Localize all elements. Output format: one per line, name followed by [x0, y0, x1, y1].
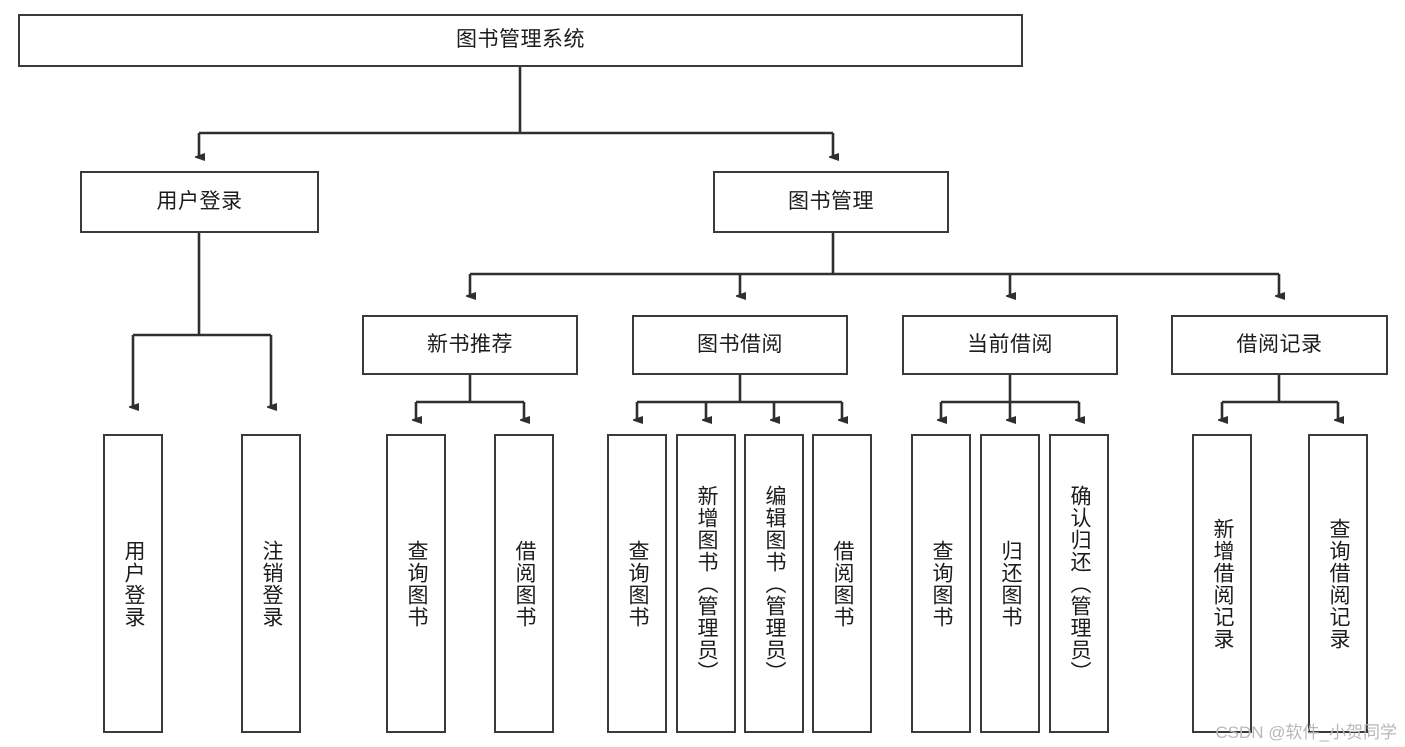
node-label: 查询图书	[405, 539, 429, 628]
leaf-user-login[interactable]: 用户登录	[103, 434, 163, 733]
node-label: 新书推荐	[427, 332, 513, 356]
node-label: 新增图书（管理员）	[695, 484, 719, 683]
node-borrow-record[interactable]: 借阅记录	[1171, 315, 1388, 375]
node-label: 编辑图书（管理员）	[763, 484, 787, 683]
leaf-add-borrow-record[interactable]: 新增借阅记录	[1192, 434, 1252, 733]
node-label: 查询图书	[626, 539, 650, 628]
node-label: 图书借阅	[697, 332, 783, 356]
leaf-return-book[interactable]: 归还图书	[980, 434, 1040, 733]
leaf-edit-book[interactable]: 编辑图书（管理员）	[744, 434, 804, 733]
node-label: 确认归还（管理员）	[1068, 484, 1092, 683]
leaf-query-book-borrow[interactable]: 查询图书	[607, 434, 667, 733]
node-new-book-recommend[interactable]: 新书推荐	[362, 315, 578, 375]
leaf-borrow-book-recommend[interactable]: 借阅图书	[494, 434, 554, 733]
node-label: 注销登录	[260, 539, 284, 628]
node-root-system[interactable]: 图书管理系统	[18, 14, 1023, 67]
node-label: 借阅记录	[1236, 332, 1323, 356]
node-book-borrow[interactable]: 图书借阅	[632, 315, 848, 375]
node-label: 用户登录	[122, 539, 146, 628]
node-label: 查询图书	[930, 539, 954, 628]
node-label: 归还图书	[999, 539, 1023, 628]
node-label: 当前借阅	[967, 332, 1053, 356]
node-label: 查询借阅记录	[1327, 517, 1351, 650]
node-current-borrow[interactable]: 当前借阅	[902, 315, 1118, 375]
node-label: 借阅图书	[831, 539, 855, 628]
node-label: 用户登录	[156, 189, 243, 213]
node-label: 图书管理	[788, 189, 874, 213]
node-user-login[interactable]: 用户登录	[80, 171, 319, 233]
leaf-confirm-return[interactable]: 确认归还（管理员）	[1049, 434, 1109, 733]
leaf-query-book-recommend[interactable]: 查询图书	[386, 434, 446, 733]
node-book-manage[interactable]: 图书管理	[713, 171, 949, 233]
leaf-borrow-book[interactable]: 借阅图书	[812, 434, 872, 733]
leaf-add-book[interactable]: 新增图书（管理员）	[676, 434, 736, 733]
watermark-text: CSDN @软件_小贺同学	[1215, 723, 1397, 742]
leaf-query-book-current[interactable]: 查询图书	[911, 434, 971, 733]
node-label: 借阅图书	[513, 539, 537, 628]
leaf-user-logout[interactable]: 注销登录	[241, 434, 301, 733]
node-label: 新增借阅记录	[1211, 517, 1235, 650]
node-label: 图书管理系统	[456, 28, 585, 52]
leaf-query-borrow-record[interactable]: 查询借阅记录	[1308, 434, 1368, 733]
